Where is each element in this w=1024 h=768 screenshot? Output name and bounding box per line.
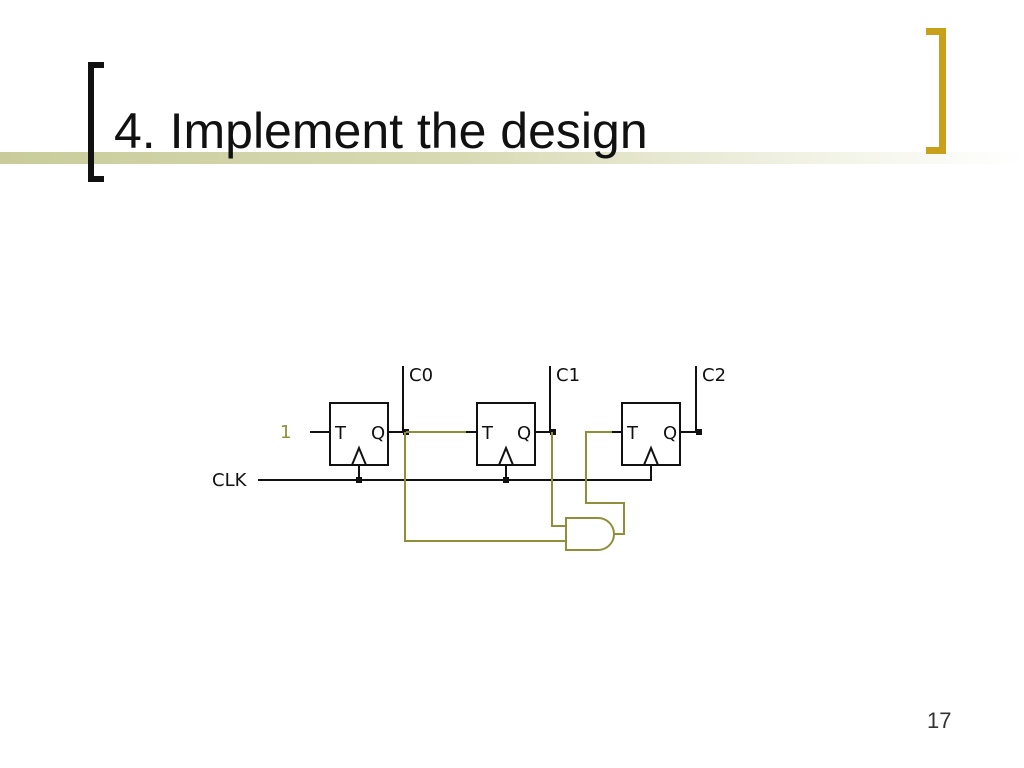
q1-to-and-wire — [551, 432, 566, 527]
left-bracket-decoration — [88, 62, 104, 182]
junction-dot — [356, 477, 362, 483]
c1-output-label: C1 — [556, 365, 580, 386]
clock-triangle — [351, 445, 367, 466]
c0-output-label: C0 — [409, 365, 433, 386]
t-input-label: T — [626, 423, 639, 444]
input-value-label: 1 — [280, 422, 291, 443]
c2-output-label: C2 — [702, 365, 726, 386]
q-output-label: Q — [663, 423, 677, 444]
flip-flop-1: T Q C1 — [476, 365, 580, 483]
flip-flop-0: T Q C0 — [329, 365, 433, 483]
title-underline-bar — [0, 152, 1024, 164]
q0-to-and-wire — [404, 432, 566, 542]
junction-dot — [696, 429, 702, 435]
t-input-label: T — [481, 423, 494, 444]
junction-dot — [503, 477, 509, 483]
t-input-label: T — [334, 423, 347, 444]
and-to-t2-wire — [585, 431, 625, 535]
clock-triangle — [643, 445, 659, 466]
q-output-label: Q — [517, 423, 531, 444]
flip-flop-2: T Q C2 — [621, 365, 726, 481]
slide-title: 4. Implement the design — [114, 103, 648, 159]
and-gate — [565, 517, 615, 551]
clock-triangle — [498, 445, 514, 466]
page-number: 17 — [927, 708, 952, 733]
q-output-label: Q — [371, 423, 385, 444]
clock-label: CLK — [212, 470, 248, 491]
right-bracket-decoration — [926, 28, 946, 154]
clock-stub — [645, 465, 652, 481]
